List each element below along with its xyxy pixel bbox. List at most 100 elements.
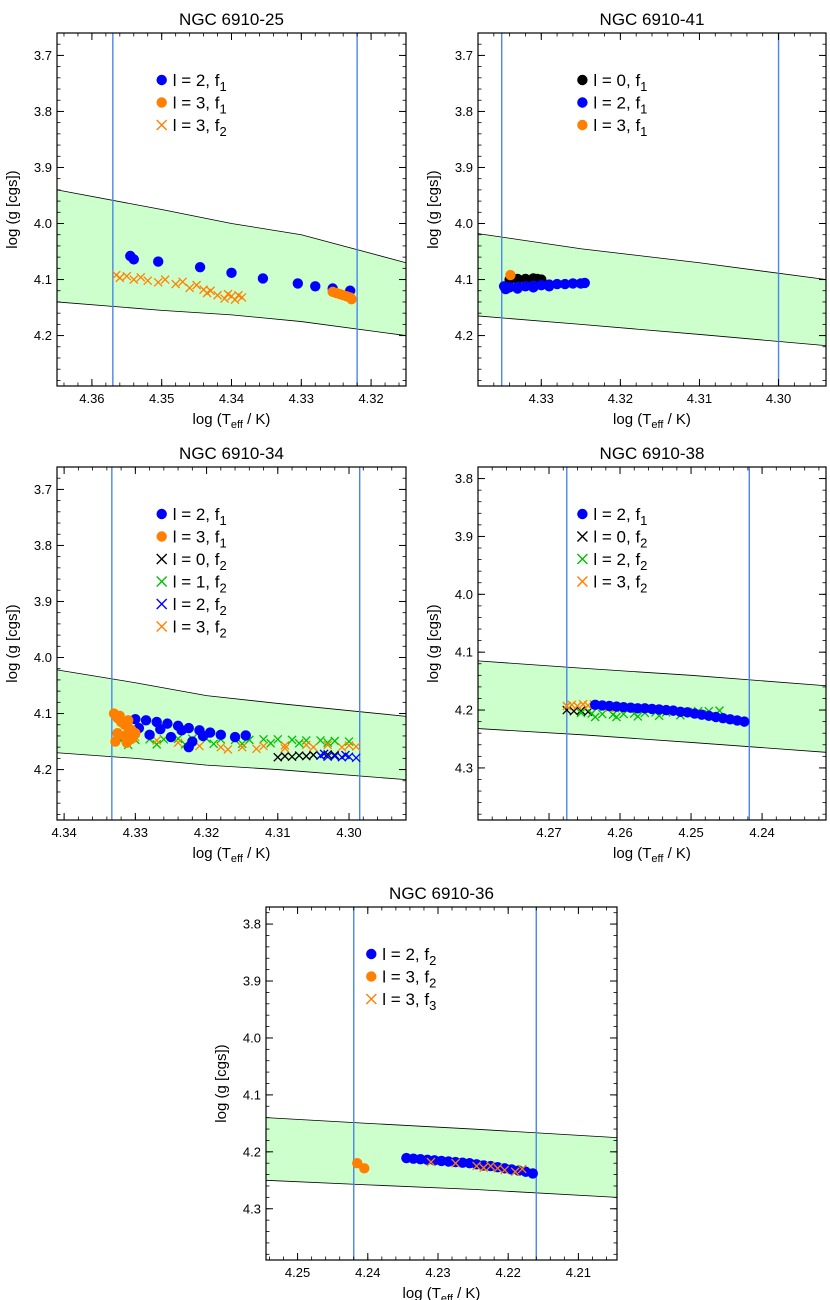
- cross-stroke: [486, 1161, 496, 1171]
- cross-stroke: [612, 712, 621, 722]
- data-point: [346, 293, 357, 305]
- data-point: [122, 271, 132, 281]
- cross-stroke: [323, 738, 333, 748]
- data-point: [567, 278, 579, 289]
- plot-area: [266, 907, 617, 1260]
- cross-stroke: [597, 709, 607, 719]
- legend-marker: [576, 531, 588, 542]
- data-point: [310, 281, 321, 292]
- legend-item: l = 2, f1: [577, 94, 647, 117]
- y-tick-label: 3.8: [34, 104, 52, 119]
- legend-item: l = 3, f1: [156, 528, 227, 551]
- legend-label: l = 3, f2: [173, 116, 227, 139]
- x-axis-label-tail: / K): [243, 845, 271, 862]
- legend-item: l = 0, f2: [156, 550, 227, 573]
- legend-marker: [156, 74, 167, 86]
- legend-item: l = 0, f1: [577, 71, 647, 94]
- data-point: [153, 277, 163, 287]
- legend-label-sub: 1: [219, 513, 226, 528]
- cross-stroke: [237, 742, 247, 752]
- data-point: [344, 741, 354, 750]
- x-tick-label: 4.30: [336, 825, 361, 840]
- legend-label-main: l = 3, f: [593, 116, 640, 135]
- band-upper-edge: [57, 669, 406, 717]
- x-axis-label-main: log (T: [613, 845, 651, 862]
- cross-stroke: [287, 752, 297, 762]
- data-point: [237, 293, 247, 302]
- cross-stroke: [216, 742, 226, 752]
- cross-stroke: [152, 739, 162, 749]
- legend-marker: [366, 971, 377, 982]
- data-point: [185, 283, 195, 293]
- y-tick-label: 4.0: [243, 1030, 261, 1045]
- data-point: [130, 727, 141, 739]
- cross-stroke: [287, 735, 297, 745]
- y-tick-label: 3.8: [34, 538, 52, 553]
- data-point: [273, 734, 283, 744]
- data-point: [323, 740, 333, 750]
- band-lower-edge: [57, 301, 406, 336]
- data-point: [319, 749, 329, 759]
- legend-label-main: l = 2, f: [382, 945, 429, 964]
- legend-label-main: l = 0, f: [593, 71, 640, 90]
- data-point: [576, 706, 586, 716]
- x-tick-label: 4.32: [608, 391, 633, 406]
- data-point: [155, 724, 166, 735]
- cross-stroke: [351, 753, 361, 763]
- cross-stroke: [479, 1163, 489, 1173]
- band-lower-edge: [57, 752, 406, 781]
- data-point: [292, 278, 304, 289]
- legend-label: l = 0, f1: [593, 71, 647, 94]
- legend-item: l = 3, f3: [365, 990, 436, 1013]
- x-axis-label-main: log (T: [193, 845, 231, 862]
- y-tick-label: 3.9: [34, 594, 52, 609]
- data-point: [229, 731, 241, 743]
- cross-stroke: [194, 741, 204, 751]
- data-point: [323, 738, 333, 748]
- data-point: [633, 711, 643, 721]
- legend-label-main: l = 3, f: [173, 116, 220, 135]
- legend-label-sub: 3: [429, 998, 436, 1013]
- data-point: [173, 738, 183, 748]
- x-axis-label: log (Teff / K): [193, 411, 271, 431]
- y-tick-label: 4.2: [243, 1144, 261, 1159]
- x-axis-label-tail: / K): [663, 845, 691, 862]
- legend: l = 2, f2l = 3, f2l = 3, f3: [365, 945, 436, 1013]
- cross-stroke: [280, 743, 290, 753]
- legend-label: l = 3, f3: [382, 990, 436, 1013]
- data-point: [123, 715, 134, 726]
- data-series: [111, 270, 247, 305]
- x-tick-label: 4.26: [607, 825, 632, 840]
- legend-label-main: l = 2, f: [173, 595, 220, 614]
- y-tick-label: 3.8: [243, 917, 261, 932]
- cross-stroke: [365, 993, 377, 1005]
- shaded-band: [57, 669, 406, 780]
- data-point: [273, 752, 283, 762]
- cross-stroke: [330, 736, 340, 746]
- data-point: [301, 751, 311, 761]
- data-point: [337, 742, 347, 752]
- data-point: [528, 282, 539, 293]
- data-point: [140, 715, 152, 726]
- x-tick-label: 4.31: [265, 825, 290, 840]
- band-upper-edge: [57, 189, 406, 264]
- y-tick-label: 4.0: [455, 587, 473, 602]
- cross-stroke: [152, 735, 162, 745]
- cross-stroke: [351, 742, 361, 752]
- data-series: [505, 269, 516, 281]
- data-point: [280, 751, 290, 761]
- data-point: [121, 737, 132, 748]
- data-point: [323, 749, 333, 759]
- data-point: [500, 283, 511, 295]
- data-point: [152, 739, 162, 749]
- x-tick-label: 4.23: [425, 1265, 450, 1280]
- y-tick-label: 4.0: [34, 650, 52, 665]
- data-point: [237, 739, 247, 749]
- cross-stroke: [160, 275, 170, 284]
- y-axis-label: log (g [cgs]): [4, 170, 21, 248]
- legend-marker: [156, 531, 167, 542]
- data-point: [220, 294, 229, 304]
- legend-label-main: l = 3, f: [382, 990, 429, 1009]
- x-axis-label-main: log (T: [193, 411, 231, 428]
